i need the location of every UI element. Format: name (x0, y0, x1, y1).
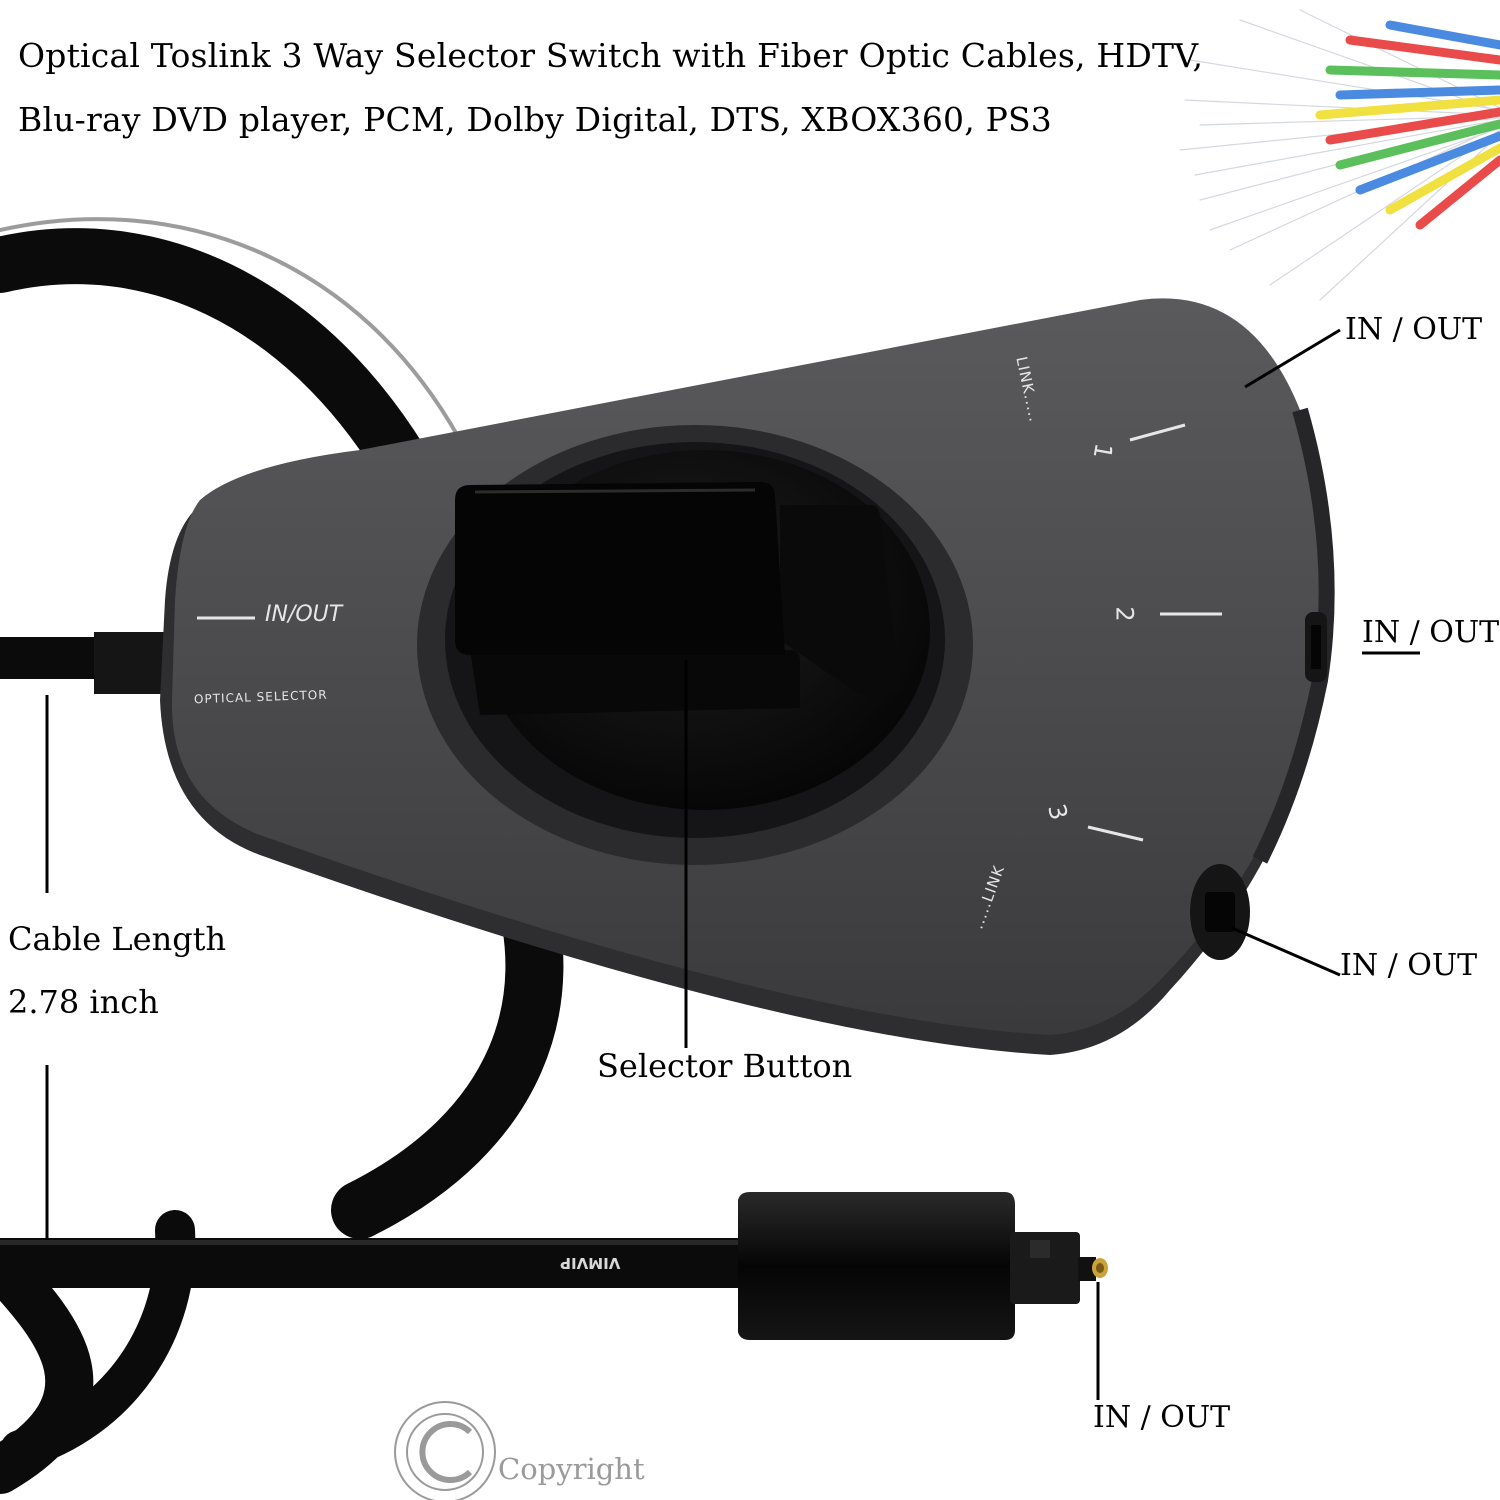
port-2-label: 2 (1110, 606, 1139, 622)
page-title-line-1: Optical Toslink 3 Way Selector Switch wi… (18, 36, 1204, 75)
cable-length-label: Cable Length (8, 920, 227, 958)
copyright-watermark-text: Copyright (498, 1452, 645, 1486)
in-out-label-top: IN / OUT (1345, 312, 1483, 347)
optical-port-lower (1190, 864, 1250, 960)
optical-port-right (1305, 612, 1327, 682)
left-cable (0, 637, 110, 679)
port-tick-marks (197, 423, 1222, 842)
in-out-label-right: IN / OUT (1362, 615, 1500, 650)
cable-brand-label: VIMVIP (560, 1254, 621, 1272)
callout-lines (45, 328, 1420, 1400)
cable-length-value: 2.78 inch (8, 983, 159, 1021)
fiber-optic-strands (1179, 9, 1500, 301)
copyright-icon (394, 1401, 496, 1500)
strain-relief (94, 632, 166, 694)
page-title-line-2: Blu-ray DVD player, PCM, Dolby Digital, … (18, 100, 1052, 139)
optical-cable-plug (0, 1192, 1108, 1340)
device-in-out-label: IN/OUT (265, 602, 343, 627)
selector-knob-handle[interactable] (455, 482, 900, 715)
selector-button-label: Selector Button (597, 1047, 853, 1085)
in-out-label-plug: IN / OUT (1093, 1400, 1231, 1435)
in-out-label-lower: IN / OUT (1340, 948, 1478, 983)
